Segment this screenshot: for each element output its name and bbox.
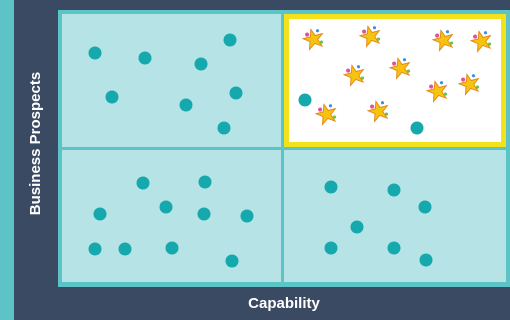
data-dot	[225, 254, 239, 268]
quadrant-top-right-highlighted	[284, 14, 506, 147]
data-dot	[419, 253, 433, 267]
sparkle-star-icon	[313, 101, 341, 132]
data-dot	[118, 242, 132, 256]
data-dot	[229, 86, 243, 100]
quadrant-grid	[58, 10, 510, 287]
y-axis-label: Business Prospects	[27, 71, 45, 216]
sparkle-star-icon	[424, 78, 452, 109]
data-dot	[240, 209, 254, 223]
quadrant-bottom-left	[62, 150, 281, 282]
sparkle-star-icon	[341, 62, 369, 93]
sparkle-star-icon	[365, 98, 393, 129]
data-dot	[105, 90, 119, 104]
data-dot	[324, 241, 338, 255]
data-dot	[197, 207, 211, 221]
data-dot	[387, 183, 401, 197]
quadrant-top-left	[62, 14, 281, 147]
data-dot	[198, 175, 212, 189]
y-axis-band: Business Prospects	[14, 0, 58, 287]
data-dot	[324, 180, 338, 194]
data-dot	[418, 200, 432, 214]
sparkle-star-icon	[387, 55, 415, 86]
data-dot	[93, 207, 107, 221]
data-dot	[298, 93, 312, 107]
data-dot	[138, 51, 152, 65]
data-dot	[387, 241, 401, 255]
data-dot	[410, 121, 424, 135]
data-dot	[194, 57, 208, 71]
sparkle-star-icon	[468, 28, 496, 59]
data-dot	[136, 176, 150, 190]
x-axis-band: Capability	[58, 287, 510, 320]
sparkle-star-icon	[357, 23, 385, 54]
data-dot	[88, 46, 102, 60]
data-dot	[88, 242, 102, 256]
sparkle-star-icon	[456, 71, 484, 102]
sparkle-star-icon	[300, 26, 328, 57]
data-dot	[217, 121, 231, 135]
quadrant-bottom-right	[284, 150, 506, 282]
data-dot	[223, 33, 237, 47]
data-dot	[165, 241, 179, 255]
sparkle-star-icon	[430, 27, 458, 58]
data-dot	[350, 220, 364, 234]
data-dot	[159, 200, 173, 214]
data-dot	[179, 98, 193, 112]
x-axis-label: Capability	[248, 295, 320, 312]
